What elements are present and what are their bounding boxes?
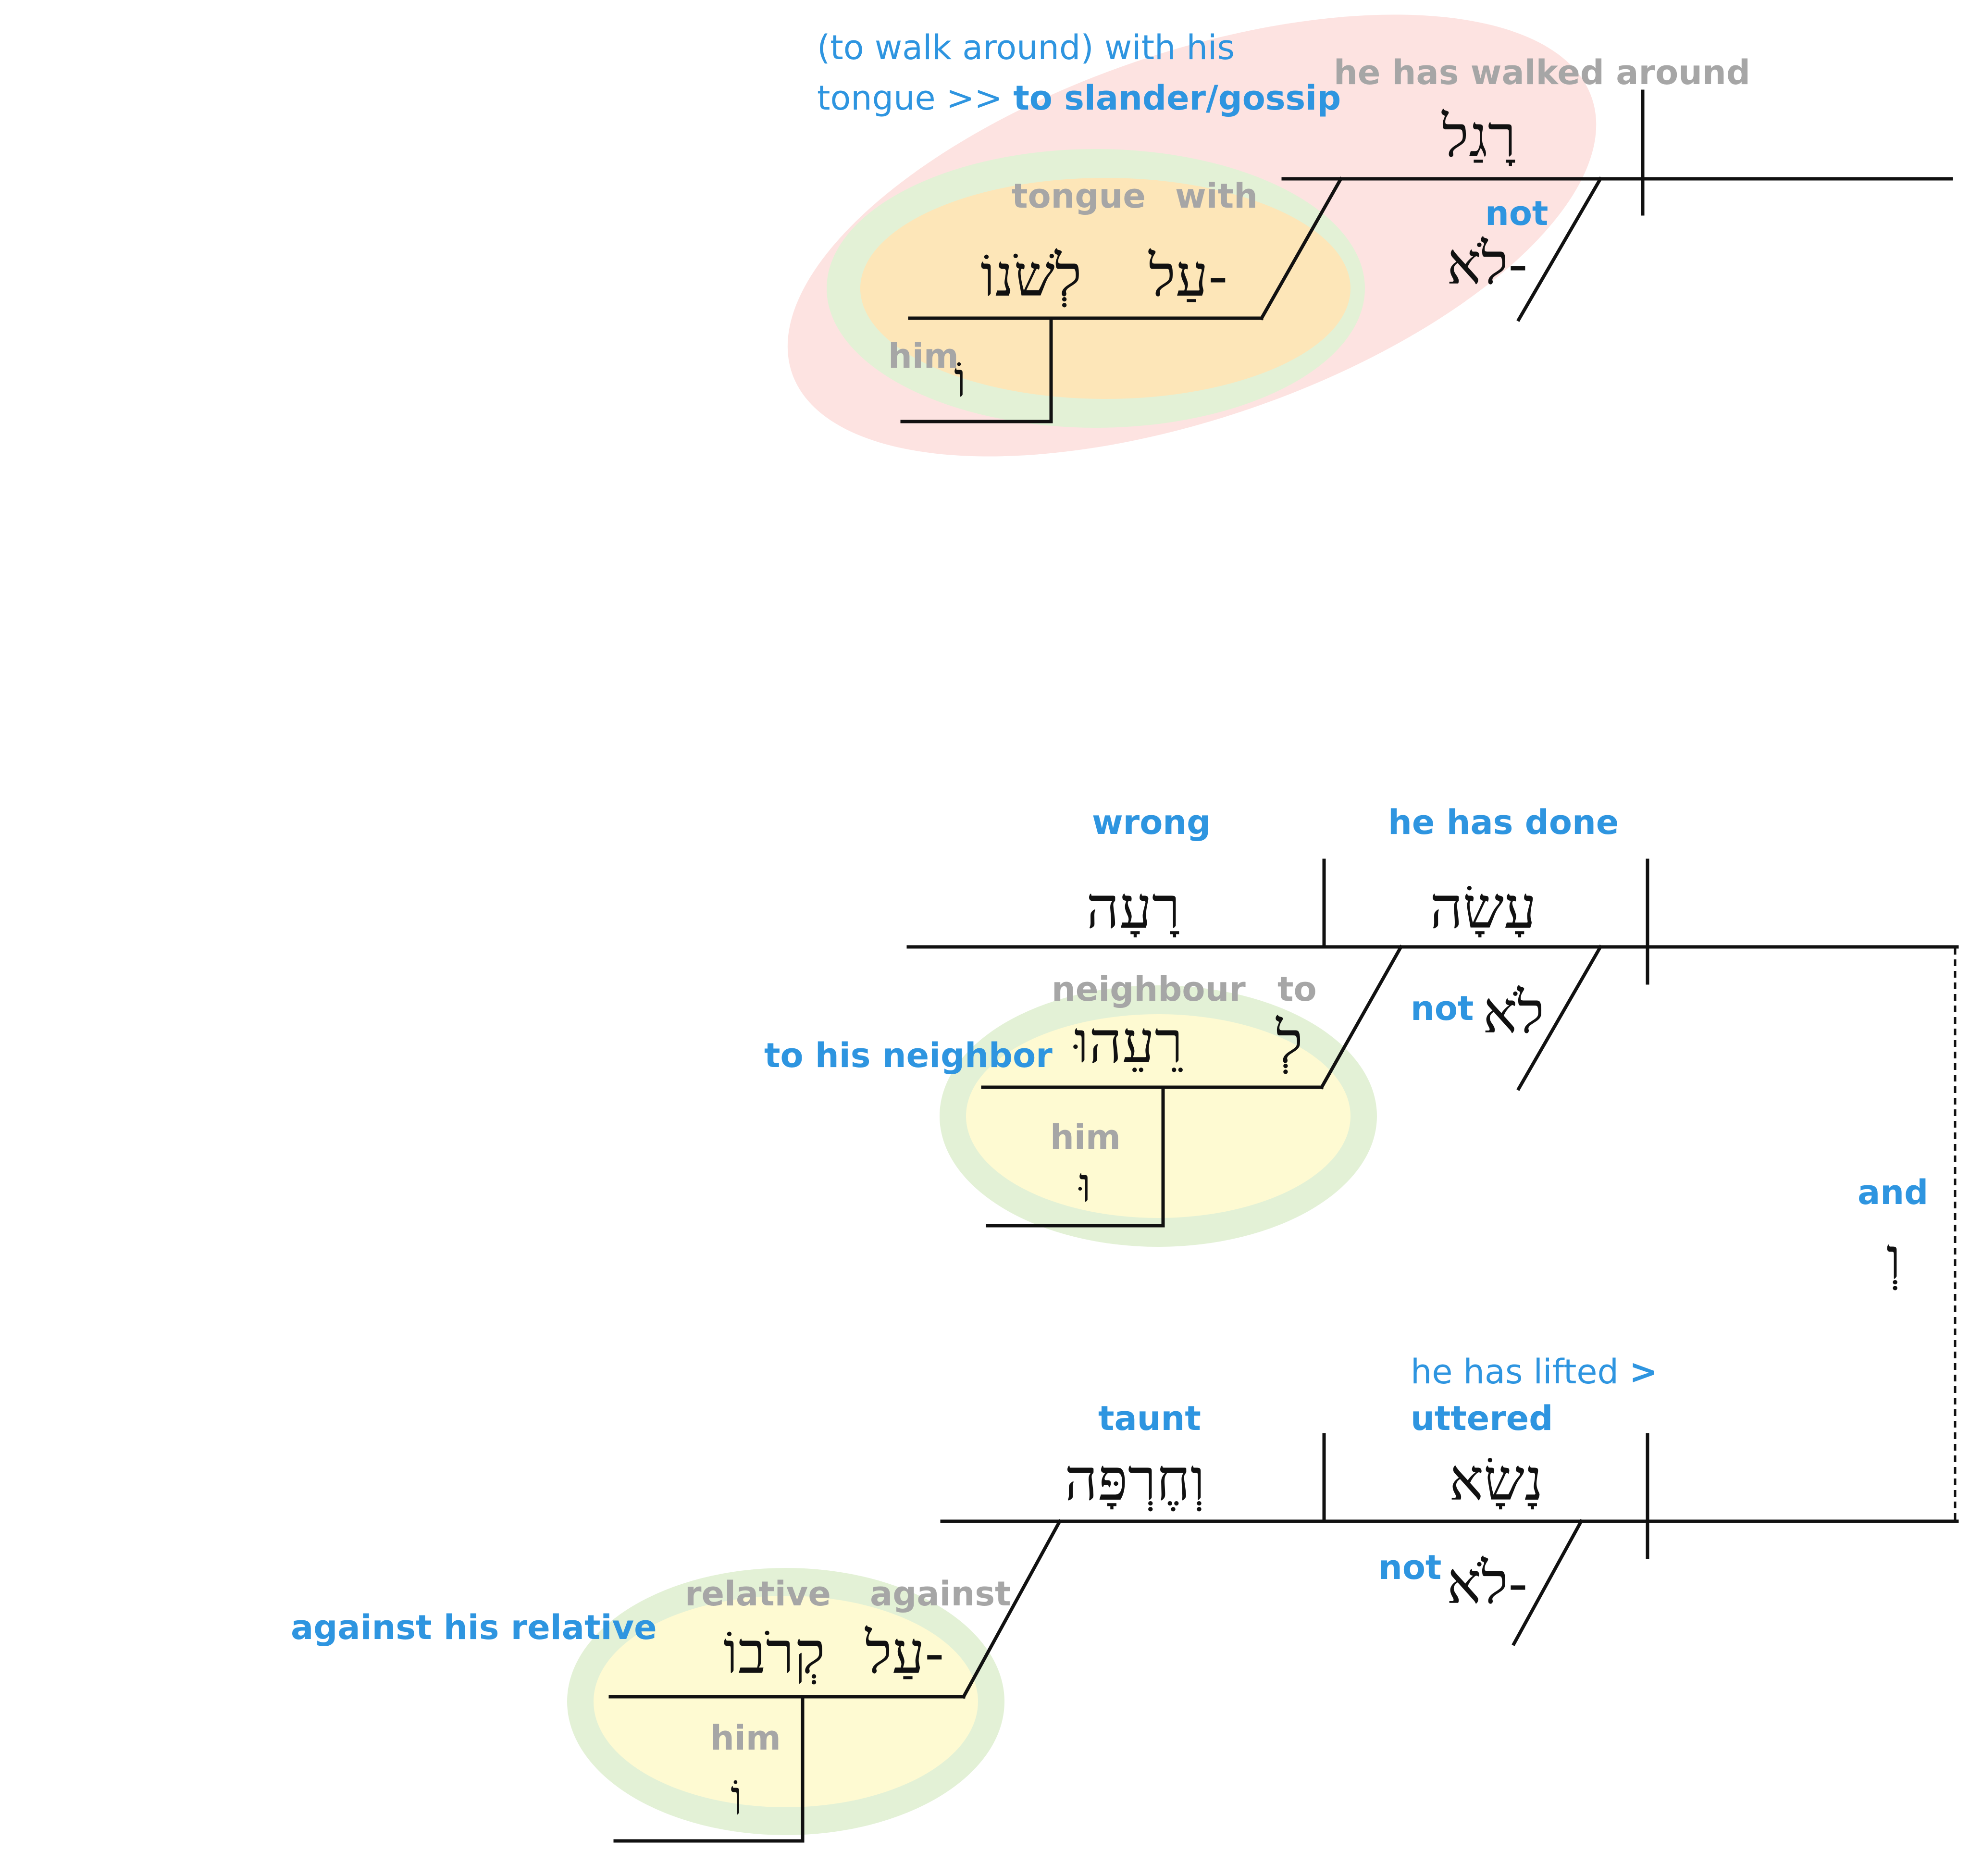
noun-hebrew: רֵעֵהוּ xyxy=(1073,1009,1183,1076)
object-gloss: wrong xyxy=(1092,803,1211,842)
clause-1: (to walk around) with his tongue >> to s… xyxy=(787,14,1953,457)
negation-slant xyxy=(1516,176,1603,322)
object-hebrew: וְחֶרְפָּה xyxy=(1065,1447,1205,1514)
verb-hebrew: רָגַל xyxy=(1441,103,1516,170)
preposition-gloss: with xyxy=(1175,176,1258,216)
prep-phrase-highlight-inner xyxy=(860,178,1351,399)
preposition-slant xyxy=(1319,944,1403,1090)
idiom-note-line-2: tongue >> to slander/gossip xyxy=(817,78,1341,118)
verb-gloss-line-1: he has lifted > xyxy=(1411,1352,1658,1391)
negation-slant xyxy=(1512,1519,1584,1646)
suffix-hebrew: וֹ xyxy=(954,352,966,408)
conjunction: and וְ xyxy=(1858,948,1957,1521)
prep-phrase-gloss: to his neighbor xyxy=(764,1036,1053,1075)
suffix-gloss: him xyxy=(710,1718,781,1758)
negation-slant xyxy=(1516,944,1603,1091)
preposition-hebrew: לְ xyxy=(1276,1009,1303,1076)
noun-gloss: relative xyxy=(685,1574,831,1614)
noun-hebrew: קְרֹבוֹ xyxy=(723,1620,825,1687)
verb-gloss-arrow: > xyxy=(1629,1352,1658,1391)
idiom-note-bold: to slander/gossip xyxy=(1013,78,1341,118)
verb-gloss-line-2: uttered xyxy=(1411,1399,1553,1438)
clause-3: he has lifted > uttered נָשָׂא taunt וְח… xyxy=(291,1352,1959,1843)
suffix-hebrew: וֹ xyxy=(731,1770,743,1826)
suffix-gloss: him xyxy=(1050,1118,1121,1157)
verb-gloss: he has done xyxy=(1388,803,1619,842)
verb-hebrew: עָשָׂה xyxy=(1430,875,1536,942)
prep-phrase-highlight-inner xyxy=(966,1014,1351,1218)
negation-hebrew: לֹא- xyxy=(1447,1550,1528,1617)
negation-hebrew: לֹא- xyxy=(1447,231,1528,298)
negation-gloss: not xyxy=(1378,1548,1441,1587)
conjunction-hebrew: וְ xyxy=(1886,1226,1901,1292)
preposition-hebrew: עַל- xyxy=(1148,243,1228,310)
prep-phrase-gloss: against his relative xyxy=(291,1608,657,1647)
preposition-slant xyxy=(1259,176,1343,321)
preposition-gloss: against xyxy=(870,1574,1011,1614)
suffix-gloss: him xyxy=(888,336,959,376)
preposition-slant xyxy=(961,1519,1062,1699)
idiom-note-line-1: (to walk around) with his xyxy=(817,28,1235,67)
object-gloss: taunt xyxy=(1098,1399,1201,1438)
noun-gloss: neighbour xyxy=(1052,969,1246,1009)
noun-gloss: tongue xyxy=(1012,176,1146,216)
verb-gloss: he has walked around xyxy=(1334,53,1750,92)
verb-hebrew: נָשָׂא xyxy=(1449,1447,1543,1514)
verb-gloss-text: he has lifted xyxy=(1411,1352,1629,1391)
clause-2: he has done עָשָׂה wrong רָעָה not לֹא t… xyxy=(764,803,1959,1247)
preposition-hebrew: עַל- xyxy=(865,1620,944,1687)
noun-hebrew: לְשֹׁנוֹ xyxy=(980,243,1082,310)
negation-gloss: not xyxy=(1485,194,1548,233)
negation-hebrew: לֹא xyxy=(1483,980,1544,1046)
conjunction-gloss: and xyxy=(1858,1173,1928,1212)
negation-gloss: not xyxy=(1411,989,1474,1028)
prep-phrase-highlight-inner xyxy=(594,1596,978,1807)
preposition-gloss: to xyxy=(1277,969,1317,1009)
suffix-hebrew: וּ xyxy=(1078,1157,1091,1213)
object-hebrew: רָעָה xyxy=(1086,875,1180,942)
idiom-note-plain: tongue >> xyxy=(817,78,1013,118)
